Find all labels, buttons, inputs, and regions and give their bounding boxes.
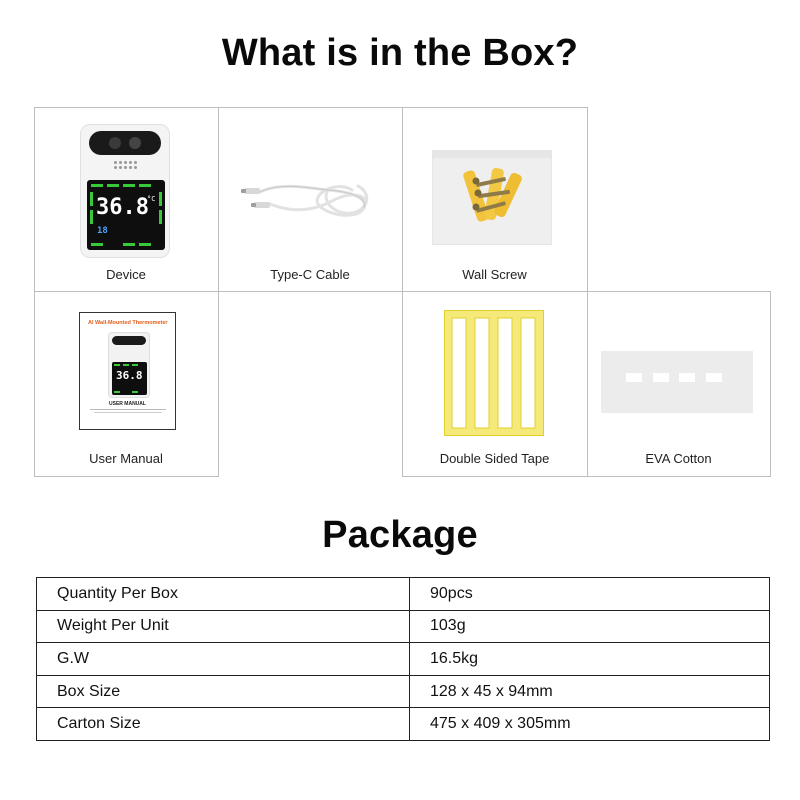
- thermometer-device-icon: 36.8 °C 18: [80, 124, 170, 258]
- caption-device: Device: [106, 267, 146, 282]
- package-label: G.W: [36, 642, 410, 676]
- device-small-readout: 18: [97, 226, 108, 236]
- screw-bag-icon: [432, 150, 552, 245]
- caption-eva-cotton: EVA Cotton: [645, 451, 712, 466]
- package-label: Box Size: [36, 674, 410, 709]
- grid-line: [34, 107, 35, 477]
- grid-line: [770, 291, 771, 477]
- device-temperature-reading: 36.8: [96, 195, 149, 220]
- tape-strips-icon: [444, 310, 544, 436]
- grid-line: [402, 107, 403, 477]
- package-value: 128 x 45 x 94mm: [409, 674, 770, 709]
- manual-booklet-icon: AI Wall-Mounted Thermometer 36.8 USER MA…: [79, 312, 176, 430]
- table-row: Carton Size 475 x 409 x 305mm: [36, 707, 770, 741]
- grid-line: [402, 476, 770, 477]
- manual-heading: AI Wall-Mounted Thermometer: [88, 320, 168, 326]
- caption-cable: Type-C Cable: [270, 267, 350, 282]
- usb-cable-icon: [241, 184, 369, 217]
- package-label: Carton Size: [36, 707, 410, 741]
- table-row: Box Size 128 x 45 x 94mm: [36, 674, 770, 709]
- eva-foam-icon: [601, 351, 753, 413]
- caption-double-sided-tape: Double Sided Tape: [439, 451, 550, 466]
- box-item-device: 36.8 °C 18 Device: [34, 107, 218, 291]
- device-temperature-unit: °C: [147, 195, 156, 203]
- package-label: Weight Per Unit: [36, 609, 410, 644]
- box-contents-grid: 36.8 °C 18 Device Type-C Cable: [34, 107, 771, 477]
- manual-label: USER MANUAL: [109, 401, 146, 407]
- package-value: 90pcs: [409, 577, 770, 611]
- package-value: 475 x 409 x 305mm: [409, 707, 770, 741]
- package-value: 103g: [409, 609, 770, 644]
- grid-line: [587, 107, 588, 477]
- table-row: Quantity Per Box 90pcs: [36, 577, 770, 611]
- box-contents-title: What is in the Box?: [221, 32, 579, 74]
- package-table: Quantity Per Box 90pcs Weight Per Unit 1…: [36, 577, 770, 741]
- package-value: 16.5kg: [409, 642, 770, 676]
- caption-user-manual: User Manual: [89, 451, 163, 466]
- grid-line: [34, 476, 218, 477]
- package-label: Quantity Per Box: [36, 577, 410, 611]
- box-item-empty: [218, 291, 402, 476]
- table-row: Weight Per Unit 103g: [36, 609, 770, 644]
- box-item-manual: AI Wall-Mounted Thermometer 36.8 USER MA…: [34, 291, 218, 476]
- box-item-screws: Wall Screw: [402, 107, 587, 291]
- box-item-eva: EVA Cotton: [587, 291, 770, 476]
- grid-line: [34, 107, 587, 108]
- box-item-tape: Double Sided Tape: [402, 291, 587, 476]
- table-row: G.W 16.5kg: [36, 642, 770, 676]
- grid-line: [218, 107, 219, 477]
- caption-wall-screw: Wall Screw: [462, 267, 527, 282]
- box-item-cable: Type-C Cable: [218, 107, 402, 291]
- package-title: Package: [322, 514, 478, 556]
- manual-temperature-reading: 36.8: [116, 369, 143, 382]
